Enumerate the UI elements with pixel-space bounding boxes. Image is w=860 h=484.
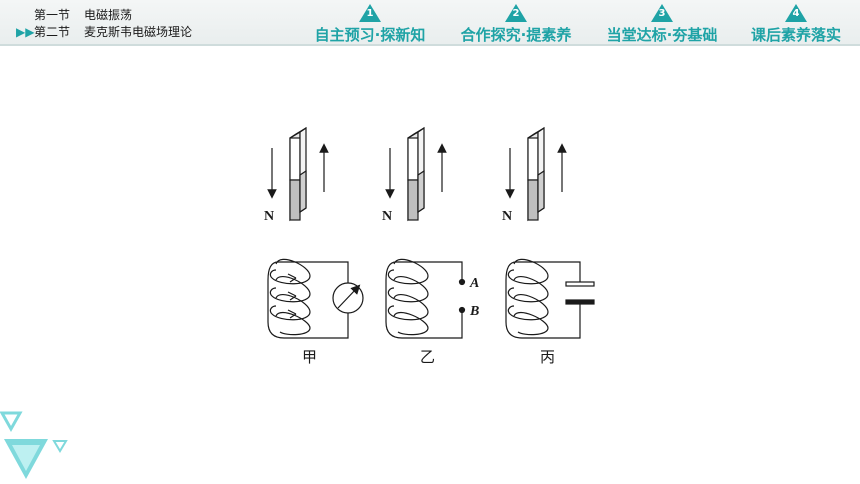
triangle-icon <box>12 445 40 471</box>
terminal-b-label: B <box>469 304 479 319</box>
magnet-1: N <box>264 126 329 224</box>
play-arrow-icon: ▶▶ <box>16 24 35 39</box>
header-divider <box>0 44 860 46</box>
circuit-caption: 丙 <box>540 348 555 366</box>
tab-label: 课后素养落实 <box>750 26 841 44</box>
breadcrumb: 第一节 电磁振荡 ▶▶ 第二节 麦克斯韦电磁场理论 <box>16 6 192 40</box>
terminal-b-dot <box>458 306 466 314</box>
breadcrumb-section: 第一节 <box>34 7 71 22</box>
tab-number-badge: 1 <box>359 4 381 22</box>
decorative-triangles <box>0 411 68 479</box>
capacitor-plate-top <box>565 281 595 287</box>
circuit-jia: 甲 <box>267 258 364 366</box>
magnet-3: N <box>502 126 567 224</box>
breadcrumb-section: 第二节 <box>34 24 71 39</box>
terminal-a-label: A <box>469 276 479 291</box>
circuit-caption: 乙 <box>420 348 435 366</box>
tab-after-class[interactable]: 4 课后素养落实 <box>738 2 854 44</box>
tab-label: 当堂达标·夯基础 <box>606 26 718 44</box>
breadcrumb-item-1[interactable]: 第一节 电磁振荡 <box>16 6 192 23</box>
induction-figure: N N N 甲 <box>264 126 595 366</box>
tab-label: 自主预习·探新知 <box>314 26 426 44</box>
tab-preview[interactable]: 1 自主预习·探新知 <box>304 2 436 44</box>
triangle-icon <box>0 411 23 433</box>
terminal-a-dot <box>458 278 466 286</box>
breadcrumb-title: 麦克斯韦电磁场理论 <box>84 24 193 39</box>
circuit-yi: A B 乙 <box>385 258 479 366</box>
tab-label: 合作探究·提素养 <box>460 26 572 44</box>
magnet-2: N <box>382 126 447 224</box>
magnet-pole-label: N <box>502 209 512 224</box>
tab-number-badge: 3 <box>651 4 673 22</box>
tab-number-badge: 4 <box>785 4 807 22</box>
triangle-icon <box>52 440 68 453</box>
capacitor-plate-bottom <box>565 299 595 305</box>
header-bar: 第一节 电磁振荡 ▶▶ 第二节 麦克斯韦电磁场理论 1 自主预习·探新知 2 合… <box>0 0 860 44</box>
breadcrumb-item-2[interactable]: ▶▶ 第二节 麦克斯韦电磁场理论 <box>16 23 192 40</box>
magnet-pole-label: N <box>382 209 392 224</box>
tab-number-badge: 2 <box>505 4 527 22</box>
circuit-bing: 丙 <box>505 258 595 366</box>
nav-tabs: 1 自主预习·探新知 2 合作探究·提素养 3 当堂达标·夯基础 4 课后素养落… <box>304 0 860 44</box>
breadcrumb-title: 电磁振荡 <box>84 7 133 22</box>
circuit-caption: 甲 <box>302 348 317 366</box>
tab-practice[interactable]: 3 当堂达标·夯基础 <box>596 2 728 44</box>
magnet-pole-label: N <box>264 209 274 224</box>
tab-explore[interactable]: 2 合作探究·提素养 <box>450 2 582 44</box>
